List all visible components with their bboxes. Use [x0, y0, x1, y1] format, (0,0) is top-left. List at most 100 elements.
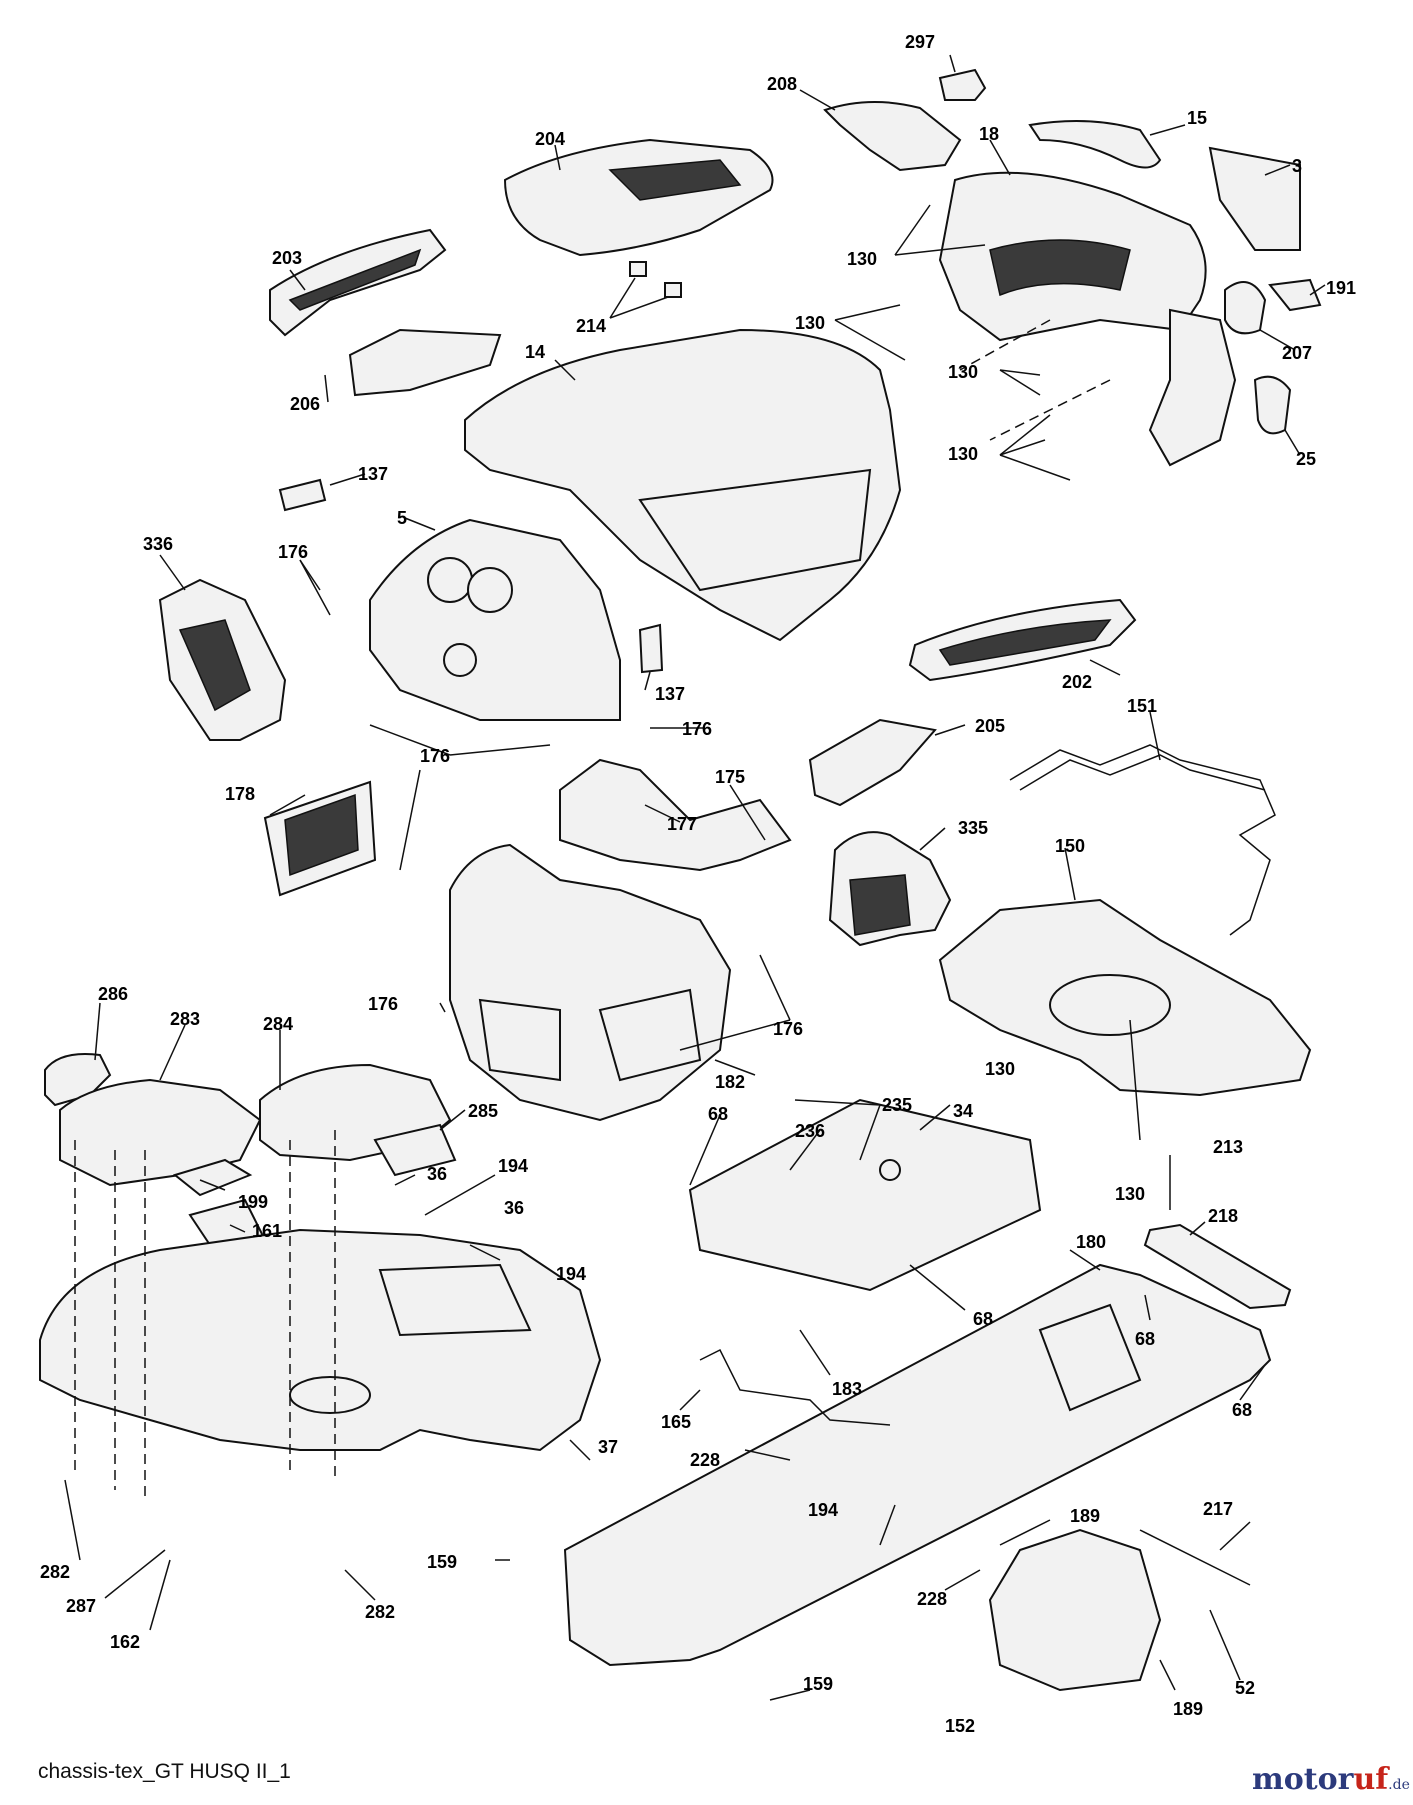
label-162: 162: [110, 1632, 140, 1652]
label-287: 287: [66, 1596, 96, 1616]
label-150: 150: [1055, 836, 1085, 856]
label-199: 199: [238, 1192, 268, 1212]
label-52: 52: [1235, 1678, 1255, 1698]
part-37-hole: [289, 1376, 371, 1414]
diagram-caption: chassis-tex_GT HUSQ II_1: [38, 1760, 291, 1783]
label-137: 137: [358, 464, 388, 484]
label-206: 206: [290, 394, 320, 414]
part-205: [808, 718, 937, 807]
label-176: 176: [682, 719, 712, 739]
part-175: [559, 758, 792, 872]
label-176: 176: [773, 1019, 803, 1039]
label-161: 161: [252, 1221, 282, 1241]
label-335: 335: [958, 818, 988, 838]
label-235: 235: [882, 1095, 912, 1115]
label-130: 130: [847, 249, 877, 269]
part-214b: [664, 282, 682, 298]
part-15: [1028, 120, 1162, 169]
part-202-mesh: [938, 619, 1112, 666]
part-18-side: [1148, 308, 1237, 467]
part-335-mesh: [849, 874, 911, 936]
leader-lines: [64, 54, 1326, 1701]
label-180: 180: [1076, 1232, 1106, 1252]
assembly-lines: [74, 319, 1111, 1500]
label-178: 178: [225, 784, 255, 804]
part-208: [823, 101, 962, 172]
label-137: 137: [655, 684, 685, 704]
part-199: [172, 1158, 253, 1197]
gauge-small: [443, 643, 477, 677]
label-130: 130: [1115, 1184, 1145, 1204]
part-labels: 297 208 204 15 18 3 130 203 214 191 130 …: [40, 32, 1356, 1736]
label-68: 68: [1232, 1400, 1252, 1420]
label-207: 207: [1282, 343, 1312, 363]
label-18: 18: [979, 124, 999, 144]
part-336-mesh: [178, 619, 251, 712]
part-34-hole: [879, 1159, 901, 1181]
label-283: 283: [170, 1009, 200, 1029]
watermark-part-b: uf: [1353, 1762, 1389, 1797]
label-204: 204: [535, 129, 565, 149]
label-159: 159: [427, 1552, 457, 1572]
label-15: 15: [1187, 108, 1207, 128]
watermark-suffix: .de: [1388, 1777, 1410, 1793]
label-182: 182: [715, 1072, 745, 1092]
label-37: 37: [598, 1437, 618, 1457]
label-285: 285: [468, 1101, 498, 1121]
label-214: 214: [576, 316, 606, 336]
label-175: 175: [715, 767, 745, 787]
part-137b: [638, 623, 664, 674]
part-182-face: [478, 998, 561, 1082]
label-130: 130: [948, 444, 978, 464]
part-182: [449, 843, 732, 1122]
label-68: 68: [973, 1309, 993, 1329]
label-286: 286: [98, 984, 128, 1004]
label-203: 203: [272, 248, 302, 268]
label-297: 297: [905, 32, 935, 52]
part-152: [988, 1528, 1162, 1692]
label-151: 151: [1127, 696, 1157, 716]
label-191: 191: [1326, 278, 1356, 298]
part-150-hole: [1049, 974, 1171, 1036]
part-137a: [278, 478, 327, 512]
label-5: 5: [397, 508, 407, 528]
label-176: 176: [420, 746, 450, 766]
part-37: [39, 1228, 602, 1452]
label-336: 336: [143, 534, 173, 554]
part-34: [688, 1098, 1042, 1292]
part-203-mesh: [288, 248, 422, 311]
label-152: 152: [945, 1716, 975, 1736]
label-36: 36: [427, 1164, 447, 1184]
part-286: [44, 1053, 112, 1107]
part-285: [373, 1123, 457, 1177]
label-228: 228: [690, 1450, 720, 1470]
part-204-vent: [608, 159, 742, 201]
part-14-lower: [638, 468, 872, 592]
label-130: 130: [985, 1059, 1015, 1079]
label-130: 130: [795, 313, 825, 333]
part-207: [1224, 281, 1267, 335]
label-202: 202: [1062, 672, 1092, 692]
label-194: 194: [556, 1264, 586, 1284]
part-214a: [629, 261, 647, 277]
label-282: 282: [40, 1562, 70, 1582]
label-176: 176: [368, 994, 398, 1014]
part-180-hitch: [1038, 1303, 1142, 1412]
label-159: 159: [803, 1674, 833, 1694]
label-34: 34: [953, 1101, 973, 1121]
part-182-face2: [598, 988, 702, 1082]
label-3: 3: [1292, 156, 1302, 176]
label-236: 236: [795, 1121, 825, 1141]
label-68: 68: [1135, 1329, 1155, 1349]
gauge-right: [467, 567, 513, 613]
part-218: [1143, 1223, 1292, 1310]
label-68: 68: [708, 1104, 728, 1124]
gauge-left: [427, 557, 473, 603]
part-3: [1208, 146, 1301, 251]
label-189: 189: [1173, 1699, 1203, 1719]
label-194: 194: [498, 1156, 528, 1176]
part-25: [1253, 375, 1292, 435]
part-297: [938, 68, 987, 101]
part-165: [699, 1348, 891, 1426]
